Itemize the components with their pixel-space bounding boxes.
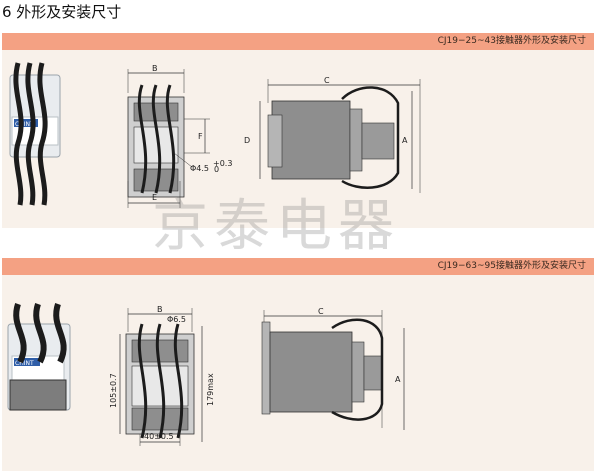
capacitor-wire: [13, 303, 27, 364]
front-view-large: B Φ6.5 105±0.7 179max 40±0.5: [109, 305, 215, 446]
dim-f: F: [198, 132, 203, 141]
page-title: 6 外形及安装尺寸: [2, 3, 122, 21]
dim-hole: Φ4.5: [190, 164, 209, 173]
brand-logo-text: CHINT: [15, 121, 34, 128]
capacitor-wire: [37, 62, 48, 206]
capacitor-wire: [53, 303, 67, 364]
section1-drawing: CHINT B F E Φ4.5: [9, 62, 421, 208]
dim-105: 105±0.7: [109, 373, 118, 408]
watermark-text: 京泰电器: [152, 194, 400, 259]
section-header-label: CJ19−63~95接触器外形及安装尺寸: [437, 261, 586, 271]
dim-hole: Φ6.5: [167, 315, 186, 324]
dim-179max: 179max: [206, 373, 215, 406]
section2-drawing: CHINT B Φ6.5 105±0.7 179max: [7, 303, 405, 446]
capacitor-wire: [25, 62, 36, 206]
product-photo-small: CHINT: [9, 62, 61, 206]
dim-c: C: [318, 307, 324, 316]
section-header-band: CJ19−63~95接触器外形及安装尺寸: [2, 258, 594, 275]
dim-e: E: [152, 193, 157, 202]
dim-hole-tolerance-lower: 0: [214, 165, 219, 174]
dim-b: B: [157, 305, 163, 314]
brand-logo-text: CHINT: [15, 360, 34, 367]
dim-c: C: [324, 76, 330, 85]
front-view-small: B F E Φ4.5 +0.3 0: [127, 64, 232, 208]
dim-hole-tolerance: +0.3: [213, 159, 232, 168]
dim-40: 40±0.5: [144, 432, 174, 441]
section-panel-large-contactor: CJ19−63~95接触器外形及安装尺寸 CHINT B Φ6.5: [2, 258, 594, 471]
dim-a: A: [395, 375, 401, 384]
side-view-small: C D A: [244, 76, 421, 193]
capacitor-wire: [33, 303, 47, 364]
brand-logo: [14, 358, 40, 366]
side-view-large: C A: [261, 307, 405, 430]
product-photo-large: CHINT: [7, 303, 71, 411]
dim-d: D: [244, 136, 250, 145]
section-panel-small-contactor: CJ19−25~43接触器外形及安装尺寸 CHINT B: [2, 33, 594, 228]
brand-logo: [14, 119, 38, 127]
section-header-label: CJ19−25~43接触器外形及安装尺寸: [437, 36, 586, 46]
capacitor-wire: [13, 62, 24, 206]
section-header-band: CJ19−25~43接触器外形及安装尺寸: [2, 33, 594, 50]
dim-a: A: [402, 136, 408, 145]
dim-b: B: [152, 64, 158, 73]
